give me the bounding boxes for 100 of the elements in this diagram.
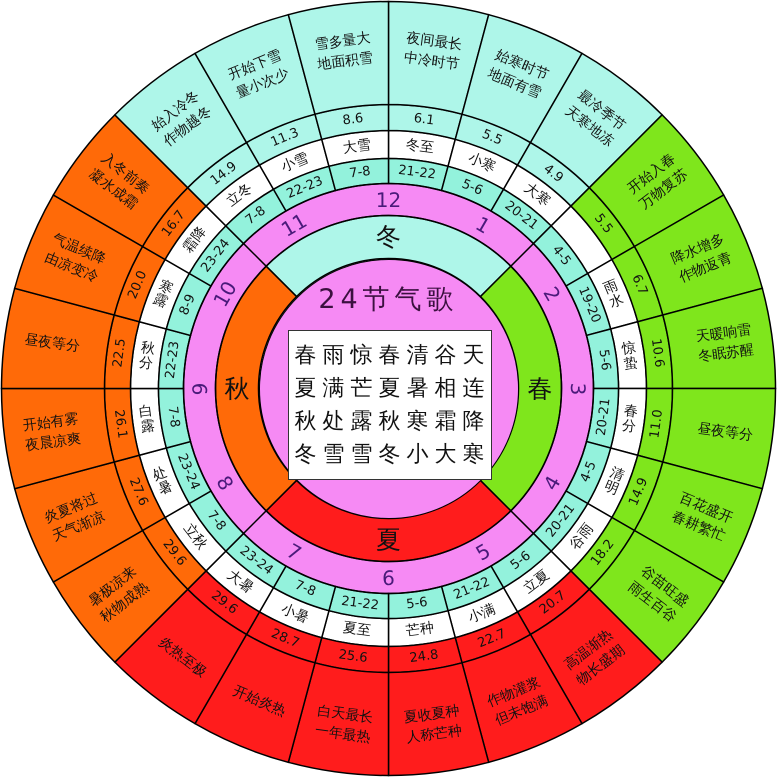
temperature-value: 20.0: [125, 268, 151, 302]
poem-text: 春雨惊春清谷天夏满芒夏暑相连秋处露秋寒霜降冬雪雪冬小大寒: [294, 342, 492, 468]
temperature-value: 5.5: [591, 210, 616, 236]
temperature-value: 5.5: [480, 126, 505, 150]
description-text: 作物灌浆但未饱满: [484, 673, 552, 731]
description-text: 入冬前奏凝水成霜: [86, 149, 154, 214]
description-text: 降水增多作物返青: [668, 230, 736, 287]
ring-segment: [158, 388, 192, 449]
solar-term-name: 清明: [602, 464, 626, 499]
solar-term-name: 雨水: [602, 278, 626, 312]
solar-term-name: 秋分: [138, 340, 156, 373]
ring-segment: [158, 328, 192, 390]
solar-term-name: 小雪: [278, 150, 312, 176]
date-range: 21-22: [340, 594, 380, 614]
solar-term-name: 小寒: [466, 150, 498, 176]
description-text: 昼夜等分: [695, 419, 755, 446]
heading: 24节气歌: [318, 284, 459, 316]
ring-segment: [328, 158, 390, 192]
solar-term-name: 大雪: [342, 136, 372, 157]
solar-term-name: 小暑: [278, 600, 312, 628]
description-text: 雪多量大地面积雪: [313, 28, 376, 74]
month-number: 12: [376, 188, 402, 212]
date-range: 7-8: [292, 578, 318, 601]
solar-term-name: 寒露: [150, 278, 176, 312]
month-number: 10: [208, 276, 242, 312]
temperature-value: 10.6: [648, 338, 667, 368]
description-text: 暑极凉来秋物成熟: [84, 562, 153, 628]
season-label: 夏: [376, 525, 401, 555]
description-text: 气温续降由凉变冷: [41, 230, 109, 287]
month-number: 5: [471, 538, 495, 566]
date-range: 22-23: [284, 173, 326, 202]
date-range: 19-20: [575, 284, 604, 326]
description-text: 开始入春万物复苏: [623, 149, 692, 214]
month-number: 1: [471, 211, 495, 238]
description-text: 最冷季节天寒地冻: [562, 86, 630, 152]
description-text: 天暖响雷冬眠苏醒: [694, 321, 756, 367]
month-number: 6: [382, 566, 395, 590]
month-number: 3: [566, 382, 590, 395]
date-range: 20-21: [594, 397, 614, 437]
temperature-value: 27.6: [125, 476, 151, 509]
solar-term-name: 小满: [466, 600, 498, 628]
description-text: 高温渐热物长盛期: [560, 625, 629, 690]
solar-term-name: 惊蛰: [621, 340, 640, 373]
month-number: 4: [538, 471, 566, 495]
temperature-value: 4.9: [540, 161, 566, 186]
month-number: 11: [276, 208, 312, 242]
ring-segment: [328, 586, 390, 620]
temperature-value: 24.8: [408, 648, 440, 667]
description-text: 夜间最长中冷时节: [402, 28, 464, 74]
season-label: 冬: [376, 222, 401, 252]
date-range: 8-9: [176, 292, 199, 318]
solar-term-name: 处暑: [150, 464, 176, 499]
temperature-value: 6.1: [412, 110, 436, 129]
ring-segment: [586, 388, 620, 449]
date-range: 5-6: [405, 595, 428, 614]
description-text: 谷苗旺盛雨生百谷: [624, 562, 692, 628]
ring-segment: [586, 328, 620, 390]
description-text: 开始有雾夜晨凉爽: [20, 410, 83, 456]
solar-term-name: 春分: [621, 404, 640, 437]
temperature-value: 22.5: [110, 338, 130, 368]
date-range: 21-22: [397, 162, 437, 184]
month-number: 2: [538, 282, 566, 306]
solar-term-name: 夏至: [342, 620, 372, 641]
temperature-value: 22.7: [476, 626, 509, 652]
temperature-value: 6.7: [628, 272, 650, 298]
date-range: 22-23: [162, 340, 184, 380]
temperature-value: 8.6: [342, 110, 364, 129]
season-label: 秋: [224, 374, 250, 404]
temperature-value: 11.3: [268, 125, 302, 151]
poem-box: [288, 330, 492, 480]
description-text: 炎热至极: [154, 632, 210, 683]
description-text: 百花盛开春耕繁忙: [668, 490, 736, 547]
date-range: 5-6: [595, 348, 614, 372]
description-text: 夏收夏种人称芒种: [402, 702, 464, 748]
month-number: 7: [282, 538, 306, 566]
description-text: 始寒时节地面有雪: [485, 46, 552, 104]
description-text: 开始炎热: [228, 682, 289, 722]
solar-term-name: 冬至: [405, 136, 436, 157]
temperature-value: 14.9: [626, 476, 652, 509]
description-text: 始入冷冬作物越冬: [147, 86, 216, 152]
solar-term-name: 芒种: [405, 620, 436, 641]
ring-segment: [388, 586, 449, 620]
temperature-value: 11.0: [648, 408, 667, 440]
description-text: 昼夜等分: [22, 330, 82, 357]
solar-term-name: 大暑: [224, 566, 256, 597]
month-number: 9: [188, 382, 212, 395]
date-range: 4-5: [578, 458, 601, 484]
date-range: 21-22: [451, 575, 492, 604]
description-text: 炎夏将过天气渐凉: [40, 490, 108, 547]
temperature-value: 26.1: [110, 408, 130, 440]
season-label: 春: [528, 374, 552, 404]
solar-term-name: 白露: [138, 404, 156, 437]
date-range: 4-5: [548, 242, 574, 270]
description-text: 白天最长一年最热: [313, 702, 376, 748]
date-range: 7-8: [348, 164, 372, 182]
date-range: 5-6: [458, 176, 484, 199]
date-range: 7-8: [164, 405, 182, 428]
month-number: 8: [211, 471, 238, 495]
temperature-value: 25.6: [338, 648, 368, 667]
temperature-value: 28.7: [268, 626, 302, 652]
